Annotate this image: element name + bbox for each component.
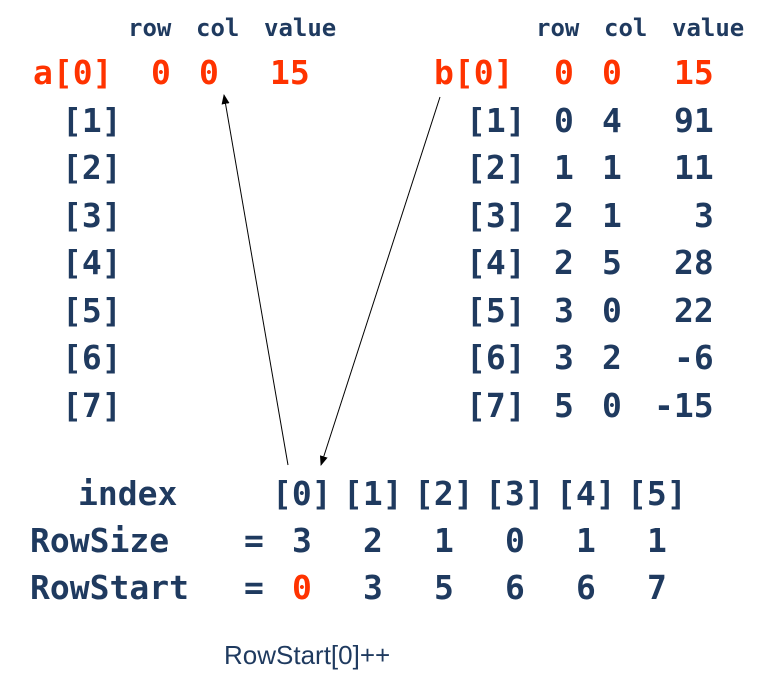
a-index-7: [7] <box>62 386 122 425</box>
index-cell-1: [1] <box>343 474 403 513</box>
a-index-4: [4] <box>62 243 122 282</box>
b-index-0: b[0] <box>434 53 514 92</box>
b-col-1: 4 <box>602 101 622 140</box>
b-value-0: 15 <box>674 53 714 92</box>
a-index-6: [6] <box>62 338 122 377</box>
index-cell-2: [2] <box>414 474 474 513</box>
b-value-3: 3 <box>694 196 714 235</box>
row-size-equals: = <box>244 521 264 560</box>
b-row-0: 0 <box>554 53 574 92</box>
row-start-value-5: 7 <box>647 568 667 607</box>
caption: RowStart[0]++ <box>224 640 391 670</box>
index-cell-3: [3] <box>485 474 545 513</box>
b-header-value: value <box>672 14 745 42</box>
row-start-value-4: 6 <box>576 568 596 607</box>
b-index-3: [3] <box>466 196 526 235</box>
b-row-2: 1 <box>554 148 574 187</box>
a-header-row: row <box>128 14 172 42</box>
a-header-col: col <box>196 14 240 42</box>
index-label: index <box>78 474 178 513</box>
row-size-value-4: 1 <box>576 521 596 560</box>
a-row-0: 0 <box>151 53 171 92</box>
b-row-3: 2 <box>554 196 574 235</box>
row-size-value-0: 3 <box>292 521 312 560</box>
b-header-row: row <box>536 14 580 42</box>
row-size-value-1: 2 <box>363 521 383 560</box>
b-col-2: 1 <box>602 148 622 187</box>
b-row-6: 3 <box>554 338 574 377</box>
b-value-2: 11 <box>674 148 714 187</box>
a-value-0: 15 <box>270 53 310 92</box>
b-row-1: 0 <box>554 101 574 140</box>
b-value-7: -15 <box>654 386 714 425</box>
a-index-5: [5] <box>62 291 122 330</box>
a-index-1: [1] <box>62 101 122 140</box>
b-row-4: 2 <box>554 243 574 282</box>
b-index-5: [5] <box>466 291 526 330</box>
a-col-0: 0 <box>199 53 219 92</box>
b-value-5: 22 <box>674 291 714 330</box>
row-start-value-0: 0 <box>292 568 312 607</box>
b-row-7: 5 <box>554 386 574 425</box>
a-index-3: [3] <box>62 196 122 235</box>
row-start-value-1: 3 <box>363 568 383 607</box>
b-value-4: 28 <box>674 243 714 282</box>
b-col-0: 0 <box>602 53 622 92</box>
row-size-value-3: 0 <box>505 521 525 560</box>
row-size-value-2: 1 <box>434 521 454 560</box>
b-index-2: [2] <box>466 148 526 187</box>
a-index-0: a[0] <box>33 53 113 92</box>
b-col-6: 2 <box>602 338 622 377</box>
a-header-value: value <box>264 14 337 42</box>
b-col-3: 1 <box>602 196 622 235</box>
row-start-equals: = <box>244 568 264 607</box>
b-value-1: 91 <box>674 101 714 140</box>
b-value-6: -6 <box>674 338 714 377</box>
b-index-7: [7] <box>466 386 526 425</box>
index-cell-4: [4] <box>556 474 616 513</box>
b-row-5: 3 <box>554 291 574 330</box>
arrow-from-b0-to-index0 <box>319 96 441 466</box>
b-header-col: col <box>604 14 648 42</box>
b-index-1: [1] <box>466 101 526 140</box>
a-index-2: [2] <box>62 148 122 187</box>
b-index-6: [6] <box>466 338 526 377</box>
b-index-4: [4] <box>466 243 526 282</box>
index-cell-0: [0] <box>272 474 332 513</box>
row-start-value-3: 6 <box>505 568 525 607</box>
arrow-to-a0-col <box>221 94 289 466</box>
b-col-7: 0 <box>602 386 622 425</box>
b-col-4: 5 <box>602 243 622 282</box>
b-col-5: 0 <box>602 291 622 330</box>
row-size-label: RowSize <box>30 521 170 560</box>
row-start-label: RowStart <box>30 568 189 607</box>
index-cell-5: [5] <box>627 474 687 513</box>
row-size-value-5: 1 <box>647 521 667 560</box>
row-start-value-2: 5 <box>434 568 454 607</box>
